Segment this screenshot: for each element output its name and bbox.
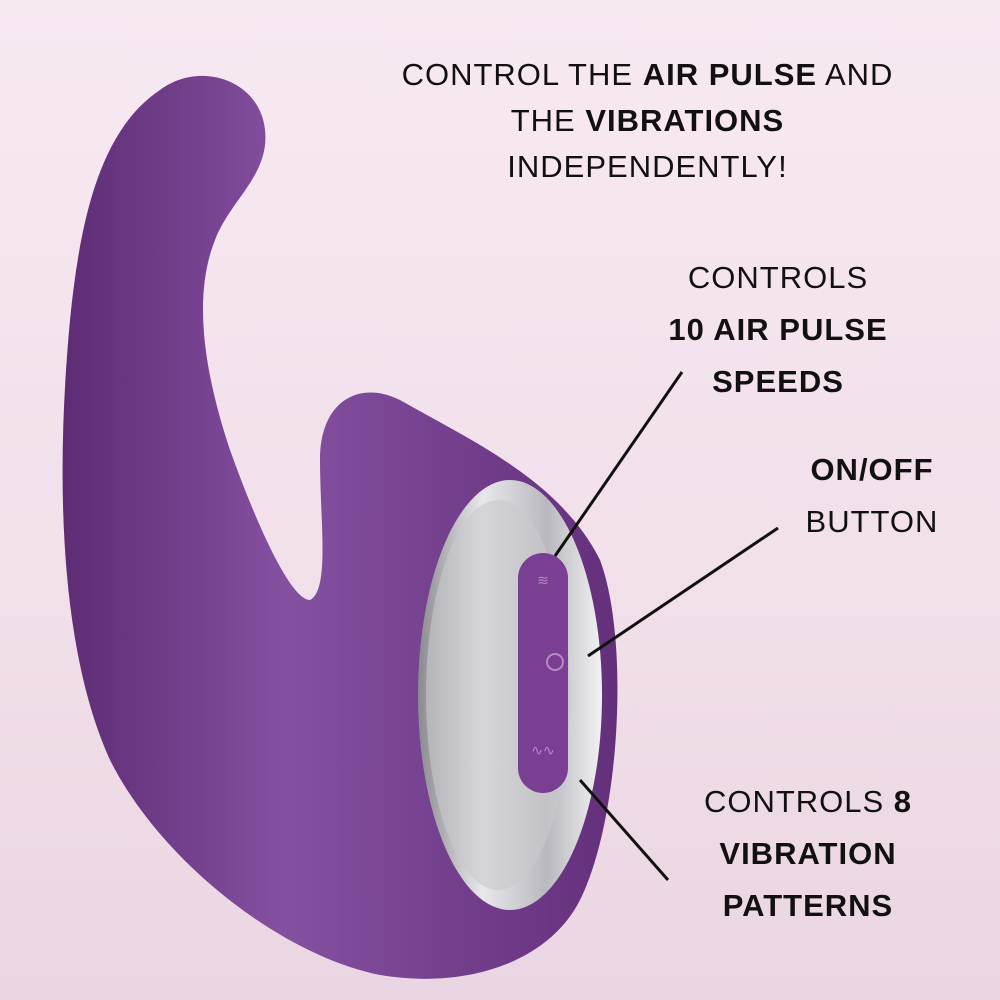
headline-text: AND — [817, 57, 894, 92]
callout-emphasis: VIBRATION — [719, 836, 897, 871]
air-pulse-pointer — [553, 371, 684, 557]
headline: CONTROL THE AIR PULSE AND THE VIBRATIONS… — [380, 52, 915, 190]
air-pulse-icon: ≋ — [537, 572, 549, 588]
callout-text: BUTTON — [805, 504, 939, 539]
headline-emphasis: VIBRATIONS — [585, 103, 785, 138]
vibration-callout: CONTROLS 8 VIBRATION PATTERNS — [658, 776, 958, 932]
power-pointer — [587, 526, 779, 658]
callout-emphasis: SPEEDS — [712, 364, 844, 399]
callout-text: CONTROLS — [687, 260, 869, 295]
callout-emphasis: 8 — [893, 784, 913, 819]
headline-text: THE — [510, 103, 586, 138]
callout-emphasis: 10 AIR PULSE — [668, 312, 888, 347]
button-strip — [518, 553, 568, 793]
power-icon — [546, 653, 564, 671]
vibration-icon: ∿∿ — [531, 742, 554, 758]
callout-emphasis: ON/OFF — [810, 452, 934, 487]
air-pulse-callout: CONTROLS 10 AIR PULSE SPEEDS — [628, 252, 928, 408]
headline-text: CONTROL THE — [401, 57, 643, 92]
vibration-pointer — [578, 779, 670, 881]
callout-text: CONTROLS — [703, 784, 894, 819]
headline-emphasis: AIR PULSE — [642, 57, 818, 92]
headline-text: INDEPENDENTLY! — [507, 149, 788, 184]
callout-emphasis: PATTERNS — [722, 888, 894, 923]
power-callout: ON/OFF BUTTON — [772, 444, 972, 548]
